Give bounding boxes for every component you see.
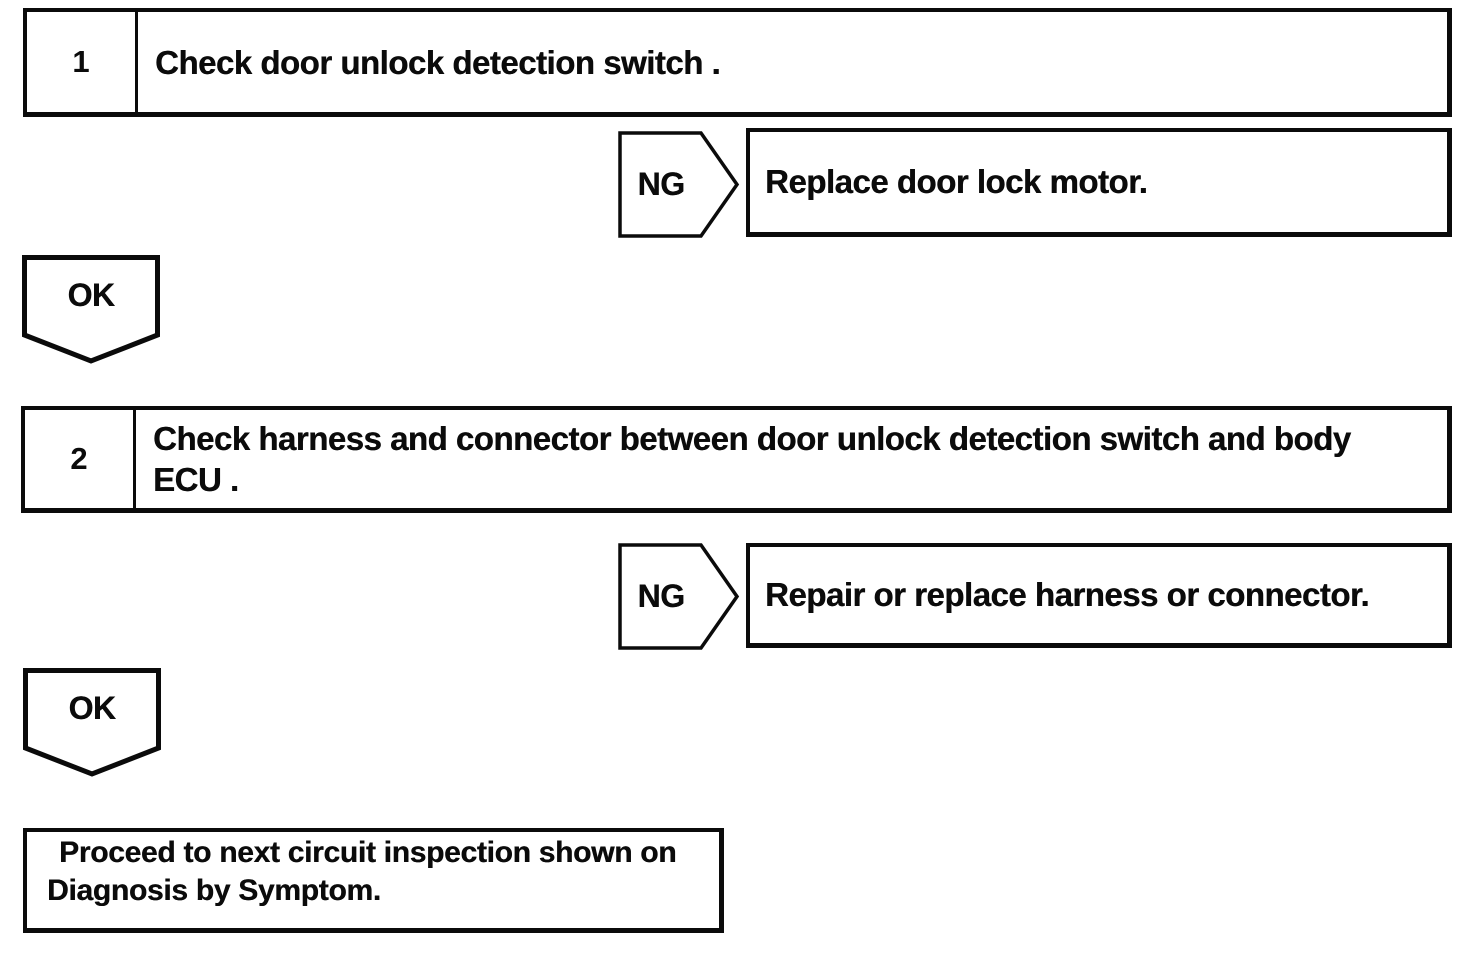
ok-pentagon-icon	[23, 668, 161, 777]
step-1-number: 1	[72, 44, 90, 79]
step-2-ng-action-box: Repair or replace harness or connector.	[746, 543, 1452, 648]
conclusion-line: Proceed to next circuit inspection shown…	[59, 836, 677, 869]
ng-pentagon-icon	[618, 131, 740, 238]
conclusion-box: Proceed to next circuit inspection shown…	[23, 828, 724, 933]
step-number-divider	[133, 410, 136, 508]
step-2-ng-action-text: Repair or replace harness or connector.	[765, 576, 1370, 613]
ng-label: NG	[637, 578, 686, 614]
conclusion-line: Diagnosis by Symptom.	[47, 874, 381, 907]
ok-label: OK	[67, 276, 116, 313]
ng-label: NG	[637, 166, 686, 202]
step-2-instruction-line: Check harness and connector between door…	[153, 420, 1351, 457]
step-1-ok-badge: OK	[22, 255, 160, 365]
step-2-instruction-line: ECU .	[153, 461, 239, 498]
ok-pentagon-icon	[22, 255, 160, 364]
step-1-box: 1 Check door unlock detection switch .	[23, 8, 1452, 117]
step-2-instruction: Check harness and connector between door…	[136, 410, 1447, 508]
step-1-instruction: Check door unlock detection switch .	[138, 12, 1447, 112]
step-1-instruction-line: Check door unlock detection switch .	[155, 43, 721, 81]
step-number-divider	[135, 12, 138, 112]
ok-label: OK	[68, 689, 117, 726]
step-1-ng-action-box: Replace door lock motor.	[746, 128, 1452, 237]
step-2-ng-badge: NG	[618, 543, 740, 650]
step-2-ok-badge: OK	[23, 668, 161, 778]
step-1-ng-action-text: Replace door lock motor.	[765, 163, 1148, 200]
ng-pentagon-icon	[618, 543, 740, 650]
step-2-number: 2	[70, 441, 88, 476]
step-2-box: 2 Check harness and connector between do…	[21, 406, 1452, 513]
step-1-ng-badge: NG	[618, 131, 740, 238]
